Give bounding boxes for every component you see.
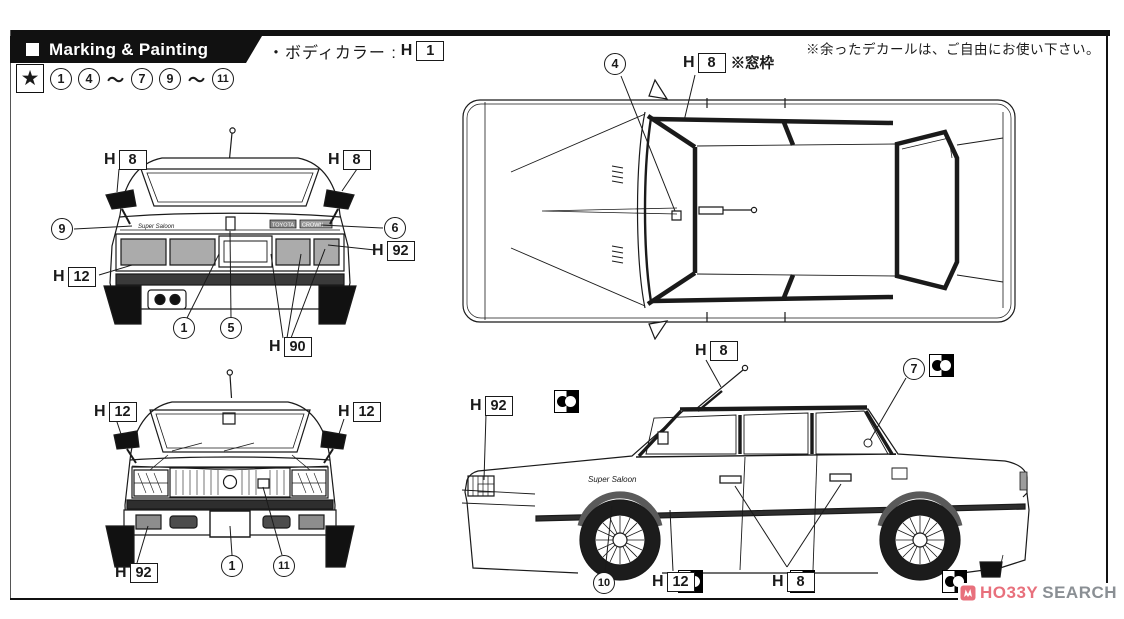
frame-right-border xyxy=(1106,30,1108,600)
decal-callout-11: 11 xyxy=(273,555,295,577)
side-view-illustration: Super Saloon xyxy=(440,330,1090,598)
paint-callout-mirror-right: H 12 xyxy=(338,402,381,422)
paint-callout-molding: H 12 xyxy=(652,572,695,592)
body-color-note: ・ボディカラー : H 1 xyxy=(268,39,445,63)
fuel-door xyxy=(892,468,907,479)
window-frames xyxy=(639,407,892,456)
window-frames xyxy=(648,116,957,304)
mud-flap-rear xyxy=(980,562,1002,577)
star-icon: ★ xyxy=(16,64,44,93)
decal-callout-9: 9 xyxy=(51,218,73,240)
paint-callout-window-frame: H 8 ※窓枠 xyxy=(683,52,775,73)
decal-number: 9 xyxy=(159,67,181,90)
wipers xyxy=(612,166,623,263)
decal-callout-1: 1 xyxy=(173,317,195,339)
frame-bottom-border xyxy=(10,598,1110,600)
decal-number: 11 xyxy=(212,67,234,90)
paint-callout-tail-lens: H 90 xyxy=(269,337,312,357)
side-view: Super Saloon xyxy=(440,330,1090,598)
svg-text:CROWN: CROWN xyxy=(302,223,323,229)
mud-flap-left xyxy=(104,286,141,324)
section-banner: Marking & Painting xyxy=(10,36,262,63)
rear-view-illustration: Super Saloon TOYOTA CROWN xyxy=(20,118,440,368)
decal-callout-1: 1 xyxy=(221,555,243,577)
hobby-search-watermark: HO33Y SEARCH xyxy=(958,583,1120,603)
paint-callout-mirror-right: H 8 xyxy=(328,150,371,170)
body-color-code: 1 xyxy=(416,41,445,61)
mud-flap-left xyxy=(106,526,134,567)
paint-callout-corner-lamp: H 92 xyxy=(470,396,513,416)
rear-wheel xyxy=(880,495,960,580)
decal-callout-4: 4 xyxy=(604,53,626,75)
front-bumper-strip xyxy=(127,500,333,509)
fog-lamp-left xyxy=(136,515,161,529)
front-wheel xyxy=(580,495,660,580)
frame-top-border xyxy=(10,30,1110,36)
fender-mirror-bottom xyxy=(649,321,667,339)
frame-left-border xyxy=(10,30,11,600)
paint-callout-mirror-left: H 8 xyxy=(104,150,147,170)
front-view-illustration xyxy=(20,360,440,615)
tail-light-panel xyxy=(116,234,344,271)
body-outline xyxy=(463,100,1015,322)
fender-mirror-side xyxy=(658,432,668,444)
fog-lamp-right xyxy=(299,515,324,529)
paint-callout-door-handles: H 8 xyxy=(772,572,815,592)
toyota-crown-badges: TOYOTA CROWN xyxy=(270,220,332,229)
paint-callout-mirror-left: H 12 xyxy=(94,402,137,422)
top-view: 4 H 8 ※窓枠 xyxy=(445,50,1065,340)
rear-bumper-strip xyxy=(116,274,344,285)
door-handle-front xyxy=(720,476,741,483)
front-antenna xyxy=(227,370,232,398)
range-tilde: ～ xyxy=(107,71,124,90)
headlights-grille xyxy=(132,467,328,498)
paint-callout-tail-lamp: H 92 xyxy=(372,241,415,261)
decal-callout-10: 10 xyxy=(593,572,615,594)
decal-note: ※余ったデカールは、ご自由にお使い下さい。 xyxy=(806,42,1100,57)
both-sides-marker xyxy=(554,390,580,413)
range-tilde: ～ xyxy=(188,71,205,90)
roof-antenna xyxy=(699,207,757,214)
rear-reflector xyxy=(148,290,186,309)
tail-lamp-side xyxy=(1020,472,1027,490)
mud-flap-right xyxy=(319,286,356,324)
roof-antenna xyxy=(696,365,748,411)
top-view-illustration xyxy=(445,50,1065,340)
section-title: Marking & Painting xyxy=(49,39,209,59)
grille-badge xyxy=(258,479,269,488)
decal-callout-6: 6 xyxy=(384,217,406,239)
fender-mirrors-front xyxy=(114,431,346,463)
decal-callout-7: 7 xyxy=(903,358,925,380)
leader-lines xyxy=(484,360,906,572)
square-bullet-icon xyxy=(26,43,39,56)
hobby-search-logo-icon xyxy=(960,585,976,601)
svg-text:TOYOTA: TOYOTA xyxy=(272,223,294,229)
front-view: H 12 H 12 H 92 1 11 xyxy=(20,360,440,615)
leader-lines xyxy=(621,75,695,211)
mud-flap-right xyxy=(326,526,354,567)
corner-marker-lamp xyxy=(478,484,494,492)
both-sides-marker xyxy=(929,354,954,377)
super-saloon-script: Super Saloon xyxy=(138,224,175,230)
decal-number: 7 xyxy=(131,67,153,90)
paint-callout-lower-trim: H 12 xyxy=(53,267,96,287)
beltline xyxy=(636,454,896,457)
decal-numbers-note: ★ 1 4 ～ 7 9 ～ 11 xyxy=(16,64,234,93)
fender-mirror-top xyxy=(649,80,667,99)
rearview-mirror xyxy=(223,413,235,424)
rear-view: Super Saloon TOYOTA CROWN xyxy=(20,118,440,368)
windshield-sticker-target xyxy=(672,211,681,220)
body-outline xyxy=(467,409,1027,497)
super-saloon-script: Super Saloon xyxy=(588,475,637,484)
fender-mirrors-rear xyxy=(106,190,354,224)
paint-callout-fog-lamp: H 92 xyxy=(115,563,158,583)
decal-callout-5: 5 xyxy=(220,317,242,339)
paint-callout-antenna: H 8 xyxy=(695,341,738,361)
decal-number: 1 xyxy=(50,67,72,90)
headlight xyxy=(468,476,494,496)
decal-number: 4 xyxy=(78,67,100,90)
door-handle-rear xyxy=(830,474,851,481)
leader-lines xyxy=(74,169,383,338)
